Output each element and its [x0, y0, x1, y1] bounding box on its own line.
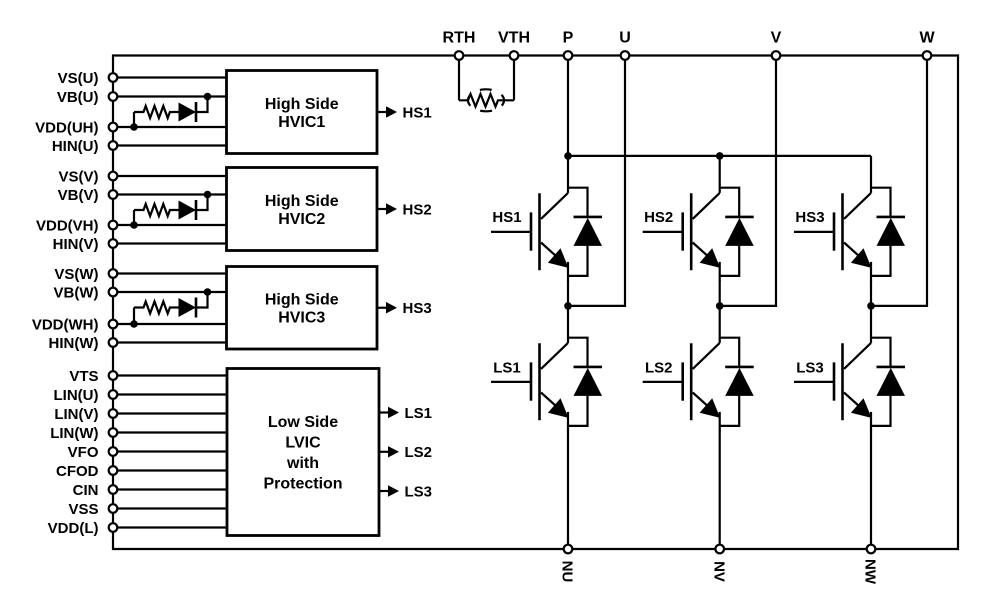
svg-text:NW: NW: [862, 559, 879, 585]
svg-text:HVIC2: HVIC2: [278, 211, 325, 228]
svg-text:HVIC3: HVIC3: [278, 310, 325, 327]
svg-text:VTS: VTS: [69, 368, 98, 385]
svg-text:LS1: LS1: [405, 405, 433, 422]
svg-text:V: V: [771, 30, 782, 47]
svg-text:LIN(V): LIN(V): [54, 406, 98, 423]
svg-text:HVIC1: HVIC1: [278, 114, 325, 131]
svg-text:High Side: High Side: [265, 193, 339, 210]
svg-text:LIN(U): LIN(U): [54, 387, 99, 404]
svg-text:HS2: HS2: [644, 209, 673, 226]
svg-text:NV: NV: [710, 561, 727, 582]
svg-text:HS3: HS3: [403, 300, 432, 317]
svg-text:LS2: LS2: [645, 360, 673, 377]
svg-text:Low Side: Low Side: [268, 414, 338, 431]
svg-text:LS2: LS2: [405, 444, 433, 461]
svg-text:VFO: VFO: [68, 444, 99, 461]
svg-text:VTH: VTH: [498, 30, 530, 47]
svg-text:LS1: LS1: [493, 360, 521, 377]
svg-text:U: U: [619, 30, 631, 47]
svg-text:HS3: HS3: [795, 209, 824, 226]
svg-text:NU: NU: [559, 561, 576, 583]
svg-text:with: with: [286, 455, 319, 472]
svg-text:CIN: CIN: [73, 482, 99, 499]
svg-text:LS3: LS3: [796, 360, 824, 377]
svg-text:HIN(V): HIN(V): [53, 236, 99, 253]
svg-text:LS3: LS3: [405, 483, 433, 500]
svg-text:HS2: HS2: [403, 201, 432, 218]
svg-text:LVIC: LVIC: [285, 435, 321, 452]
svg-text:CFOD: CFOD: [56, 463, 99, 480]
svg-text:VDD(L): VDD(L): [48, 520, 99, 537]
svg-text:VS(W): VS(W): [54, 266, 98, 283]
svg-text:HS1: HS1: [403, 104, 432, 121]
svg-text:LIN(W): LIN(W): [50, 425, 98, 442]
svg-text:Protection: Protection: [263, 476, 342, 493]
svg-text:VB(W): VB(W): [54, 284, 99, 301]
svg-text:RTH: RTH: [443, 30, 476, 47]
svg-text:VS(U): VS(U): [58, 70, 99, 87]
svg-text:VSS: VSS: [68, 501, 98, 518]
svg-text:VS(V): VS(V): [58, 168, 98, 185]
svg-text:VDD(UH): VDD(UH): [35, 119, 98, 136]
svg-text:P: P: [563, 30, 574, 47]
svg-text:VDD(VH): VDD(VH): [36, 217, 99, 234]
svg-text:HIN(W): HIN(W): [49, 335, 99, 352]
svg-text:VB(V): VB(V): [58, 187, 99, 204]
svg-text:High Side: High Side: [265, 96, 339, 113]
svg-text:W: W: [919, 30, 935, 47]
svg-text:High Side: High Side: [265, 292, 339, 309]
svg-text:HIN(U): HIN(U): [52, 138, 99, 155]
svg-text:VB(U): VB(U): [57, 89, 99, 106]
svg-text:HS1: HS1: [492, 209, 521, 226]
svg-text:VDD(WH): VDD(WH): [32, 316, 99, 333]
